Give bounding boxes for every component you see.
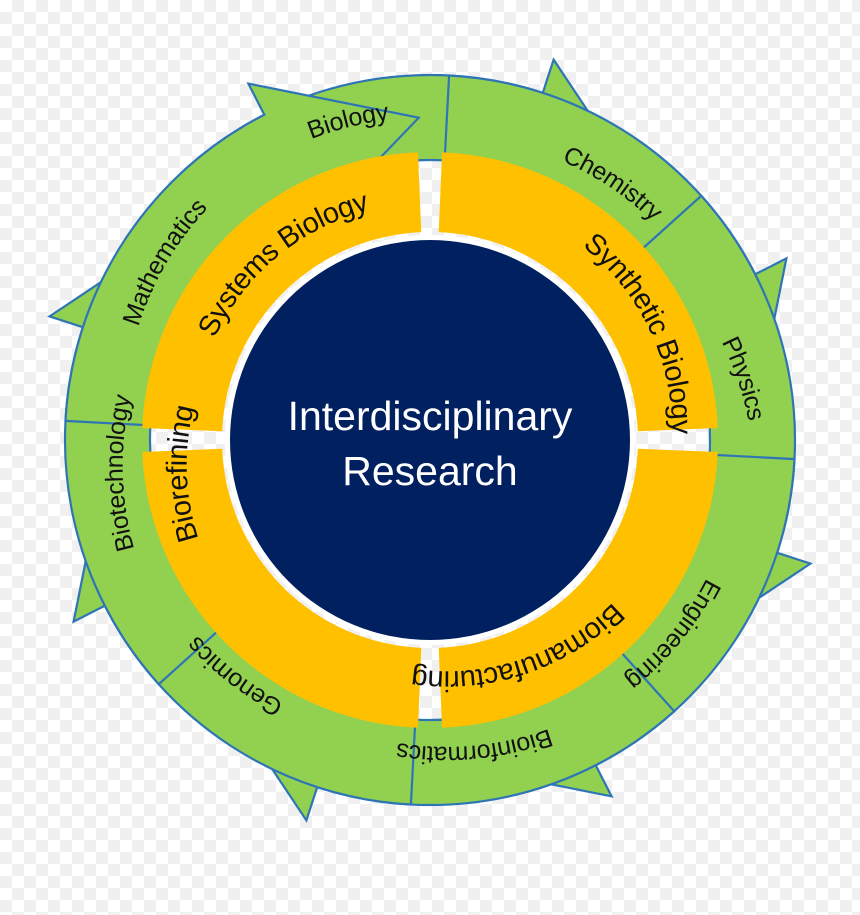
center-title-line-1: Interdisciplinary xyxy=(288,393,573,439)
center-circle xyxy=(230,240,630,640)
center-title-line-2: Research xyxy=(342,448,517,494)
inner-field-ring xyxy=(142,152,718,728)
inner-quadrant-biorefining xyxy=(142,448,422,728)
inner-quadrant-systems-biology xyxy=(142,152,422,432)
inner-quadrant-synthetic-biology xyxy=(438,152,718,432)
inner-quadrant-biomanufacturing xyxy=(438,448,718,728)
